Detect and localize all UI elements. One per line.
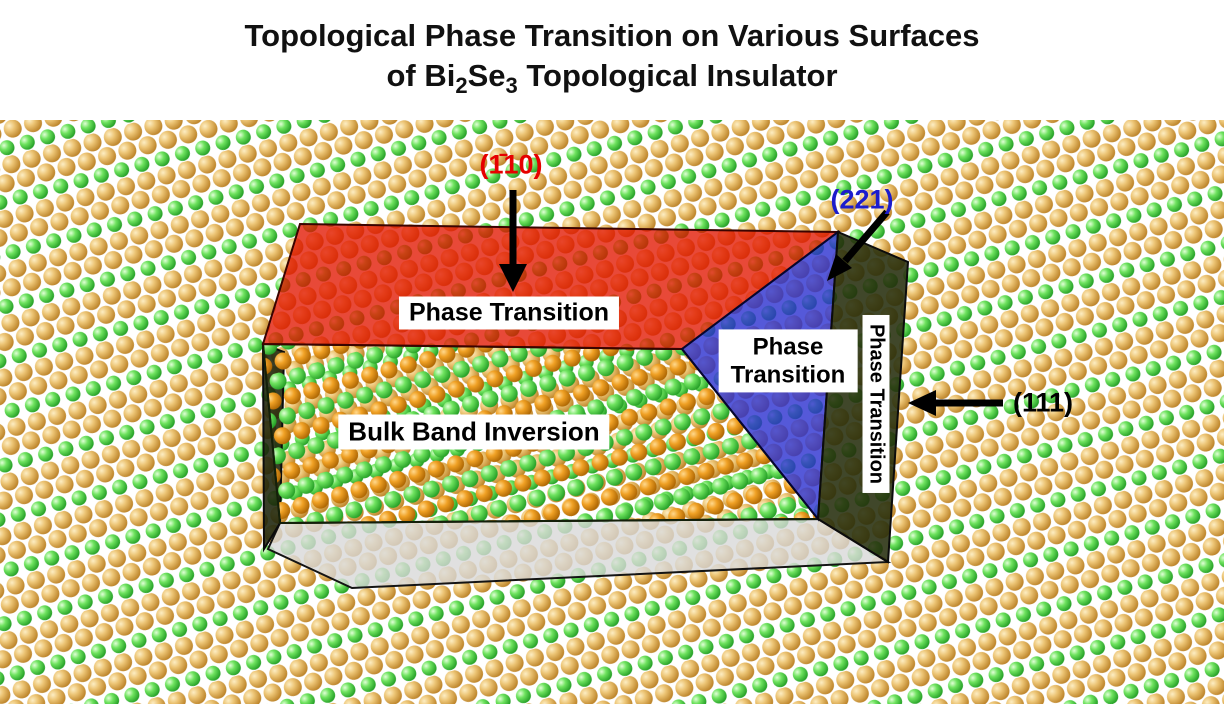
title-line1: Topological Phase Transition on Various … — [244, 18, 980, 53]
title-line2: of Bi2Se3 Topological Insulator — [386, 58, 838, 99]
subscript-2: 2 — [455, 73, 468, 99]
subscript-3: 3 — [505, 73, 518, 99]
blue-face-label: Phase Transition — [718, 329, 858, 393]
front-face-label: Bulk Band Inversion — [338, 414, 610, 450]
blue-face-label-line1: Phase — [752, 333, 824, 361]
miller-index-111: (111) — [1012, 387, 1074, 418]
red-face-label: Phase Transition — [398, 296, 620, 330]
arrow-111 — [908, 390, 1003, 416]
miller-index-221: (221) — [830, 184, 894, 215]
blue-face-label-line2: Transition — [730, 361, 846, 388]
figure-title: Topological Phase Transition on Various … — [0, 16, 1224, 101]
miller-index-110: (1̄10) — [479, 149, 543, 180]
right-face-label: Phase Transition — [862, 314, 890, 494]
arrow-221 — [827, 209, 890, 281]
arrow-110 — [499, 190, 527, 292]
